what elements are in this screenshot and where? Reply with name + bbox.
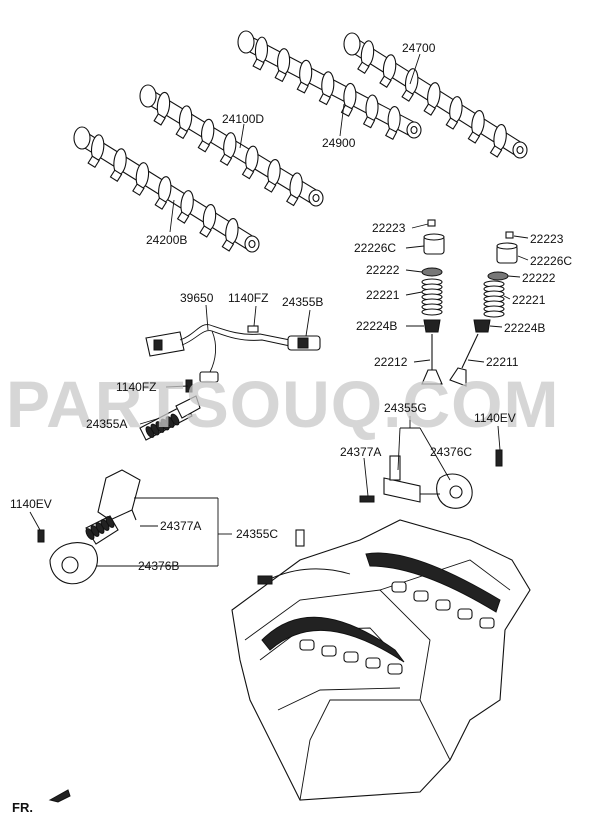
valve-stack-right [449,231,518,387]
label-1140ev-left: 1140EV [10,497,52,511]
leader-lines [29,53,529,567]
valve-spring-right [483,280,505,318]
label-22226c-left: 22226C [354,241,396,255]
oil-control-valve-g [359,449,503,509]
label-24700: 24700 [402,41,436,55]
label-22211: 22211 [486,355,519,369]
label-24376c: 24376C [430,445,472,459]
oil-control-valve-c [37,469,141,585]
label-22223-right: 22223 [530,232,564,246]
label-24355b: 24355B [282,295,323,309]
label-22224b-left: 22224B [356,319,397,333]
label-24355g: 24355G [384,401,427,415]
label-24377a-left: 24377A [160,519,201,533]
label-22222-right: 22222 [522,271,556,285]
label-22221-right: 22221 [512,293,546,307]
camshaft-24700 [343,32,528,159]
direction-label: FR. [12,800,33,815]
label-24200b: 24200B [146,233,187,247]
engine-cylinder-head [231,519,531,801]
label-1140fz-top: 1140FZ [228,291,268,305]
label-24100d: 24100D [222,112,264,126]
label-1140ev-right: 1140EV [474,411,516,425]
watermark-text: PARTSOUQ.COM [6,367,559,441]
label-24377a-right: 24377A [340,445,381,459]
camshaft-24100d [139,84,324,207]
part-labels: 24700 24900 24100D 24200B 22223 22226C 2… [10,41,572,815]
valve-spring-left [421,278,443,316]
direction-arrow-icon [48,789,71,803]
valve-stack-left [421,219,445,385]
label-24900: 24900 [322,136,356,150]
label-1140fz-mid: 1140FZ [116,380,156,394]
label-22212: 22212 [374,355,408,369]
label-24355a: 24355A [86,417,127,431]
label-24376b: 24376B [138,559,179,573]
sensor-harness [145,324,321,383]
label-24355c: 24355C [236,527,278,541]
camshafts-group [73,30,528,253]
label-22226c-right: 22226C [530,254,572,268]
label-22223-left: 22223 [372,221,406,235]
label-22224b-right: 22224B [504,321,545,335]
label-22222-left: 22222 [366,263,400,277]
camshaft-24900 [237,30,422,140]
label-22221-left: 22221 [366,288,400,302]
label-39650: 39650 [180,291,214,305]
camshaft-24200b [73,126,260,253]
